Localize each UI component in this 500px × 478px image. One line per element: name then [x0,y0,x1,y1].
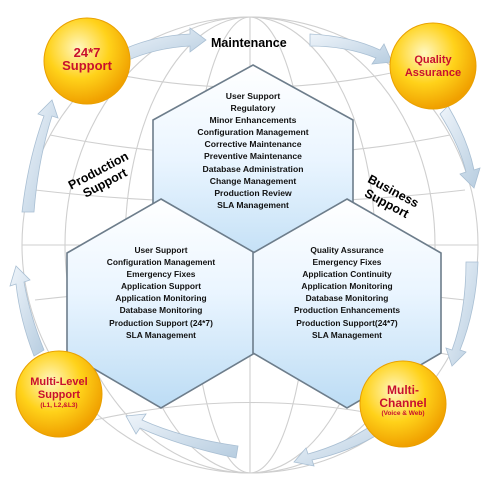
list-item: Database Administration [202,163,304,174]
arrow-top-right [309,33,393,65]
arrow-top-left [117,27,207,63]
multi-level-line2: Support [37,389,81,401]
support-247-line2: Support [62,58,112,73]
quality-assurance-circle [389,22,477,110]
list-item: Production Support (24*7) [109,317,213,328]
list-item: SLA Management [217,199,289,210]
list-item: Database Monitoring [119,305,203,316]
arrow-right-upper [439,105,481,189]
list-item: SLA Management [312,329,382,340]
multi-channel-label: Multi- Channel (Voice & Web) [360,384,446,418]
business-support-list: Quality Assurance Emergency Fixes Applic… [252,244,442,341]
list-item: Application Support [120,281,202,292]
list-item: User Support [134,245,188,255]
list-item: User Support [225,91,281,101]
list-item: Change Management [209,175,297,186]
list-item: Configuration Management [197,127,309,138]
arrow-right-lower [445,261,479,367]
business-support-hexagon [252,198,442,409]
support-247-label: 24*7 Support [44,46,130,72]
quality-assurance-label: Quality Assurance [390,54,476,80]
list-item: Configuration Management [106,257,216,268]
list-item: Quality Assurance [310,245,384,255]
multi-channel-line1: Multi- [387,383,419,397]
list-item: Emergency Fixes [312,257,382,268]
support-247-line1: 24*7 [73,45,101,60]
multi-level-sub: (L1, L2,&L3) [40,402,78,409]
multi-level-support-label: Multi-Level Support (L1, L2,&L3) [16,376,102,410]
list-item: Production Enhancements [293,305,401,316]
list-item: Application Monitoring [301,281,393,292]
arrow-left-upper [21,99,59,213]
support-247-circle [43,17,131,105]
maintenance-title: Maintenance [211,36,287,50]
arrow-bottom-center [125,413,239,459]
multi-channel-circle [359,360,447,448]
multi-level-line1: Multi-Level [30,376,88,388]
list-item: Emergency Fixes [126,269,196,280]
quality-assurance-line2: Assurance [404,67,462,79]
production-support-list: User Support Configuration Management Em… [66,244,256,341]
list-item: Database Monitoring [305,293,389,304]
quality-assurance-line1: Quality [414,54,452,66]
list-item: Production Review [214,187,292,198]
arrow-left-lower [9,265,45,357]
multi-channel-sub: (Voice & Web) [381,410,425,417]
list-item: Production Support(24*7) [296,317,398,328]
list-item: Application Monitoring [115,293,207,304]
list-item: SLA Management [126,329,196,340]
list-item: Application Continuity [302,269,392,280]
cycle-arrows [9,27,481,467]
list-item: Preventive Maintenance [204,151,302,162]
maintenance-list: User Support Regulatory Minor Enhancemen… [158,90,348,211]
list-item: Regulatory [230,103,276,114]
arrow-bottom-right [293,423,383,467]
multi-channel-line2: Channel [379,396,427,410]
list-item: Corrective Maintenance [204,139,302,150]
list-item: Minor Enhancements [209,115,297,126]
multi-level-support-circle [15,350,103,438]
